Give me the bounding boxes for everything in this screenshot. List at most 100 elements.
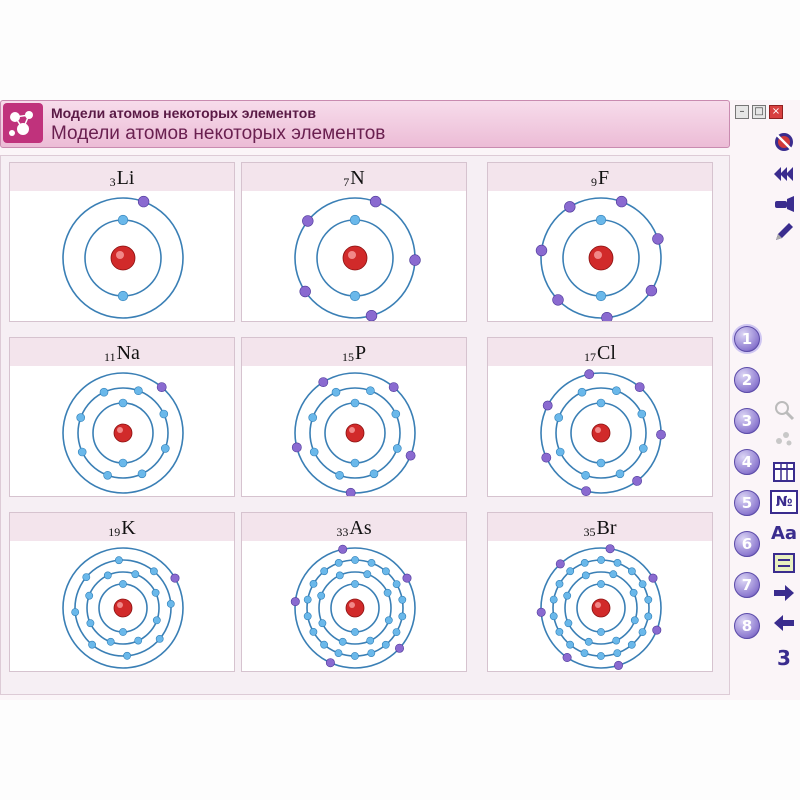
electron — [596, 458, 606, 468]
valence-electron — [409, 254, 421, 266]
page-button-4[interactable]: 4 — [734, 449, 760, 475]
page-button-2[interactable]: 2 — [734, 367, 760, 393]
electron — [580, 558, 589, 567]
atom-card-k: 19K — [9, 512, 235, 672]
electron — [118, 458, 128, 468]
dots-icon[interactable] — [772, 426, 796, 450]
atomic-number: 19 — [108, 525, 121, 539]
pencil-icon[interactable] — [772, 220, 796, 244]
page-button-5[interactable]: 5 — [734, 490, 760, 516]
close-button[interactable]: × — [769, 105, 783, 119]
font-icon[interactable]: Aa — [770, 522, 798, 544]
table-icon[interactable] — [772, 460, 796, 484]
page-button-6[interactable]: 6 — [734, 531, 760, 557]
electron — [152, 616, 161, 625]
electron-shell — [318, 571, 392, 645]
electron — [613, 558, 622, 567]
electron — [159, 409, 169, 419]
electron — [549, 595, 558, 604]
atomic-number: 3 — [109, 175, 116, 189]
page-counter: 3 — [777, 646, 791, 670]
atomic-number: 35 — [583, 525, 596, 539]
atom-label: 19K — [10, 513, 234, 541]
electron — [369, 469, 379, 479]
valence-electron — [656, 429, 666, 440]
electron — [638, 580, 647, 588]
page-button-7[interactable]: 7 — [734, 572, 760, 598]
electron — [349, 290, 361, 302]
nucleus-highlight — [595, 602, 601, 608]
number-icon[interactable]: № — [770, 490, 798, 514]
electron — [609, 570, 618, 579]
atom-diagram — [540, 369, 666, 496]
valence-electron — [325, 658, 335, 668]
electron — [584, 637, 593, 646]
atom-diagram — [62, 195, 184, 319]
electron-shell — [294, 547, 416, 669]
valence-electron — [302, 215, 314, 227]
electron — [309, 447, 319, 457]
rewind-icon[interactable] — [772, 162, 796, 186]
electron — [338, 637, 347, 646]
electron — [351, 580, 359, 588]
minimize-button[interactable]: – — [735, 105, 749, 119]
electron — [581, 471, 590, 480]
electron-shell — [62, 372, 184, 494]
zoom-icon[interactable] — [772, 398, 796, 422]
electron — [309, 580, 318, 588]
valence-electron — [542, 400, 553, 411]
arrow-left-icon[interactable] — [772, 612, 796, 634]
page-button-8[interactable]: 8 — [734, 613, 760, 639]
electron — [597, 580, 605, 588]
nucleus — [588, 245, 614, 271]
electron — [335, 471, 344, 480]
atom-card-cl: 17Cl — [487, 337, 713, 497]
window-controls: – □ × — [735, 105, 783, 119]
electron — [383, 588, 392, 597]
electron — [580, 649, 589, 657]
nucleus — [113, 423, 133, 443]
electron — [381, 567, 390, 576]
atom-label: 9F — [488, 163, 712, 191]
element-symbol: As — [349, 517, 372, 539]
electron-shell — [62, 197, 184, 319]
nucleus — [110, 245, 136, 271]
atom-label: 15P — [242, 338, 466, 366]
valence-electron — [338, 544, 348, 554]
electron — [309, 628, 318, 636]
maximize-button[interactable]: □ — [752, 105, 766, 119]
valence-electron — [405, 450, 416, 461]
valence-electron — [614, 660, 624, 670]
valence-electron — [564, 201, 576, 213]
atomic-number: 17 — [584, 350, 597, 364]
electron — [161, 444, 170, 453]
electron — [638, 628, 647, 636]
valence-electron — [601, 312, 613, 321]
electron — [566, 640, 574, 649]
nucleus-highlight — [116, 251, 124, 259]
page-button-1[interactable]: 1 — [734, 326, 760, 352]
electron — [115, 556, 123, 565]
electron — [151, 588, 160, 597]
electron — [363, 570, 372, 579]
no-entry-icon[interactable] — [772, 130, 796, 154]
atom-card-f: 9F — [487, 162, 713, 322]
atom-diagram — [294, 195, 421, 321]
atom-diagram — [535, 195, 664, 321]
electron — [88, 640, 96, 649]
atomic-number: 7 — [343, 175, 350, 189]
valence-electron — [605, 544, 615, 554]
electron-shell — [555, 387, 647, 479]
element-symbol: Na — [116, 342, 140, 364]
valence-electron — [615, 195, 628, 208]
electron — [308, 413, 317, 422]
arrow-right-icon[interactable] — [772, 582, 796, 604]
atom-diagram — [290, 544, 416, 669]
electron-shell — [540, 197, 662, 319]
electron — [99, 387, 109, 397]
electron — [303, 595, 312, 604]
flashlight-icon[interactable] — [772, 192, 796, 216]
page-button-3[interactable]: 3 — [734, 408, 760, 434]
electron-shell — [564, 571, 638, 645]
list-icon[interactable] — [772, 552, 796, 574]
